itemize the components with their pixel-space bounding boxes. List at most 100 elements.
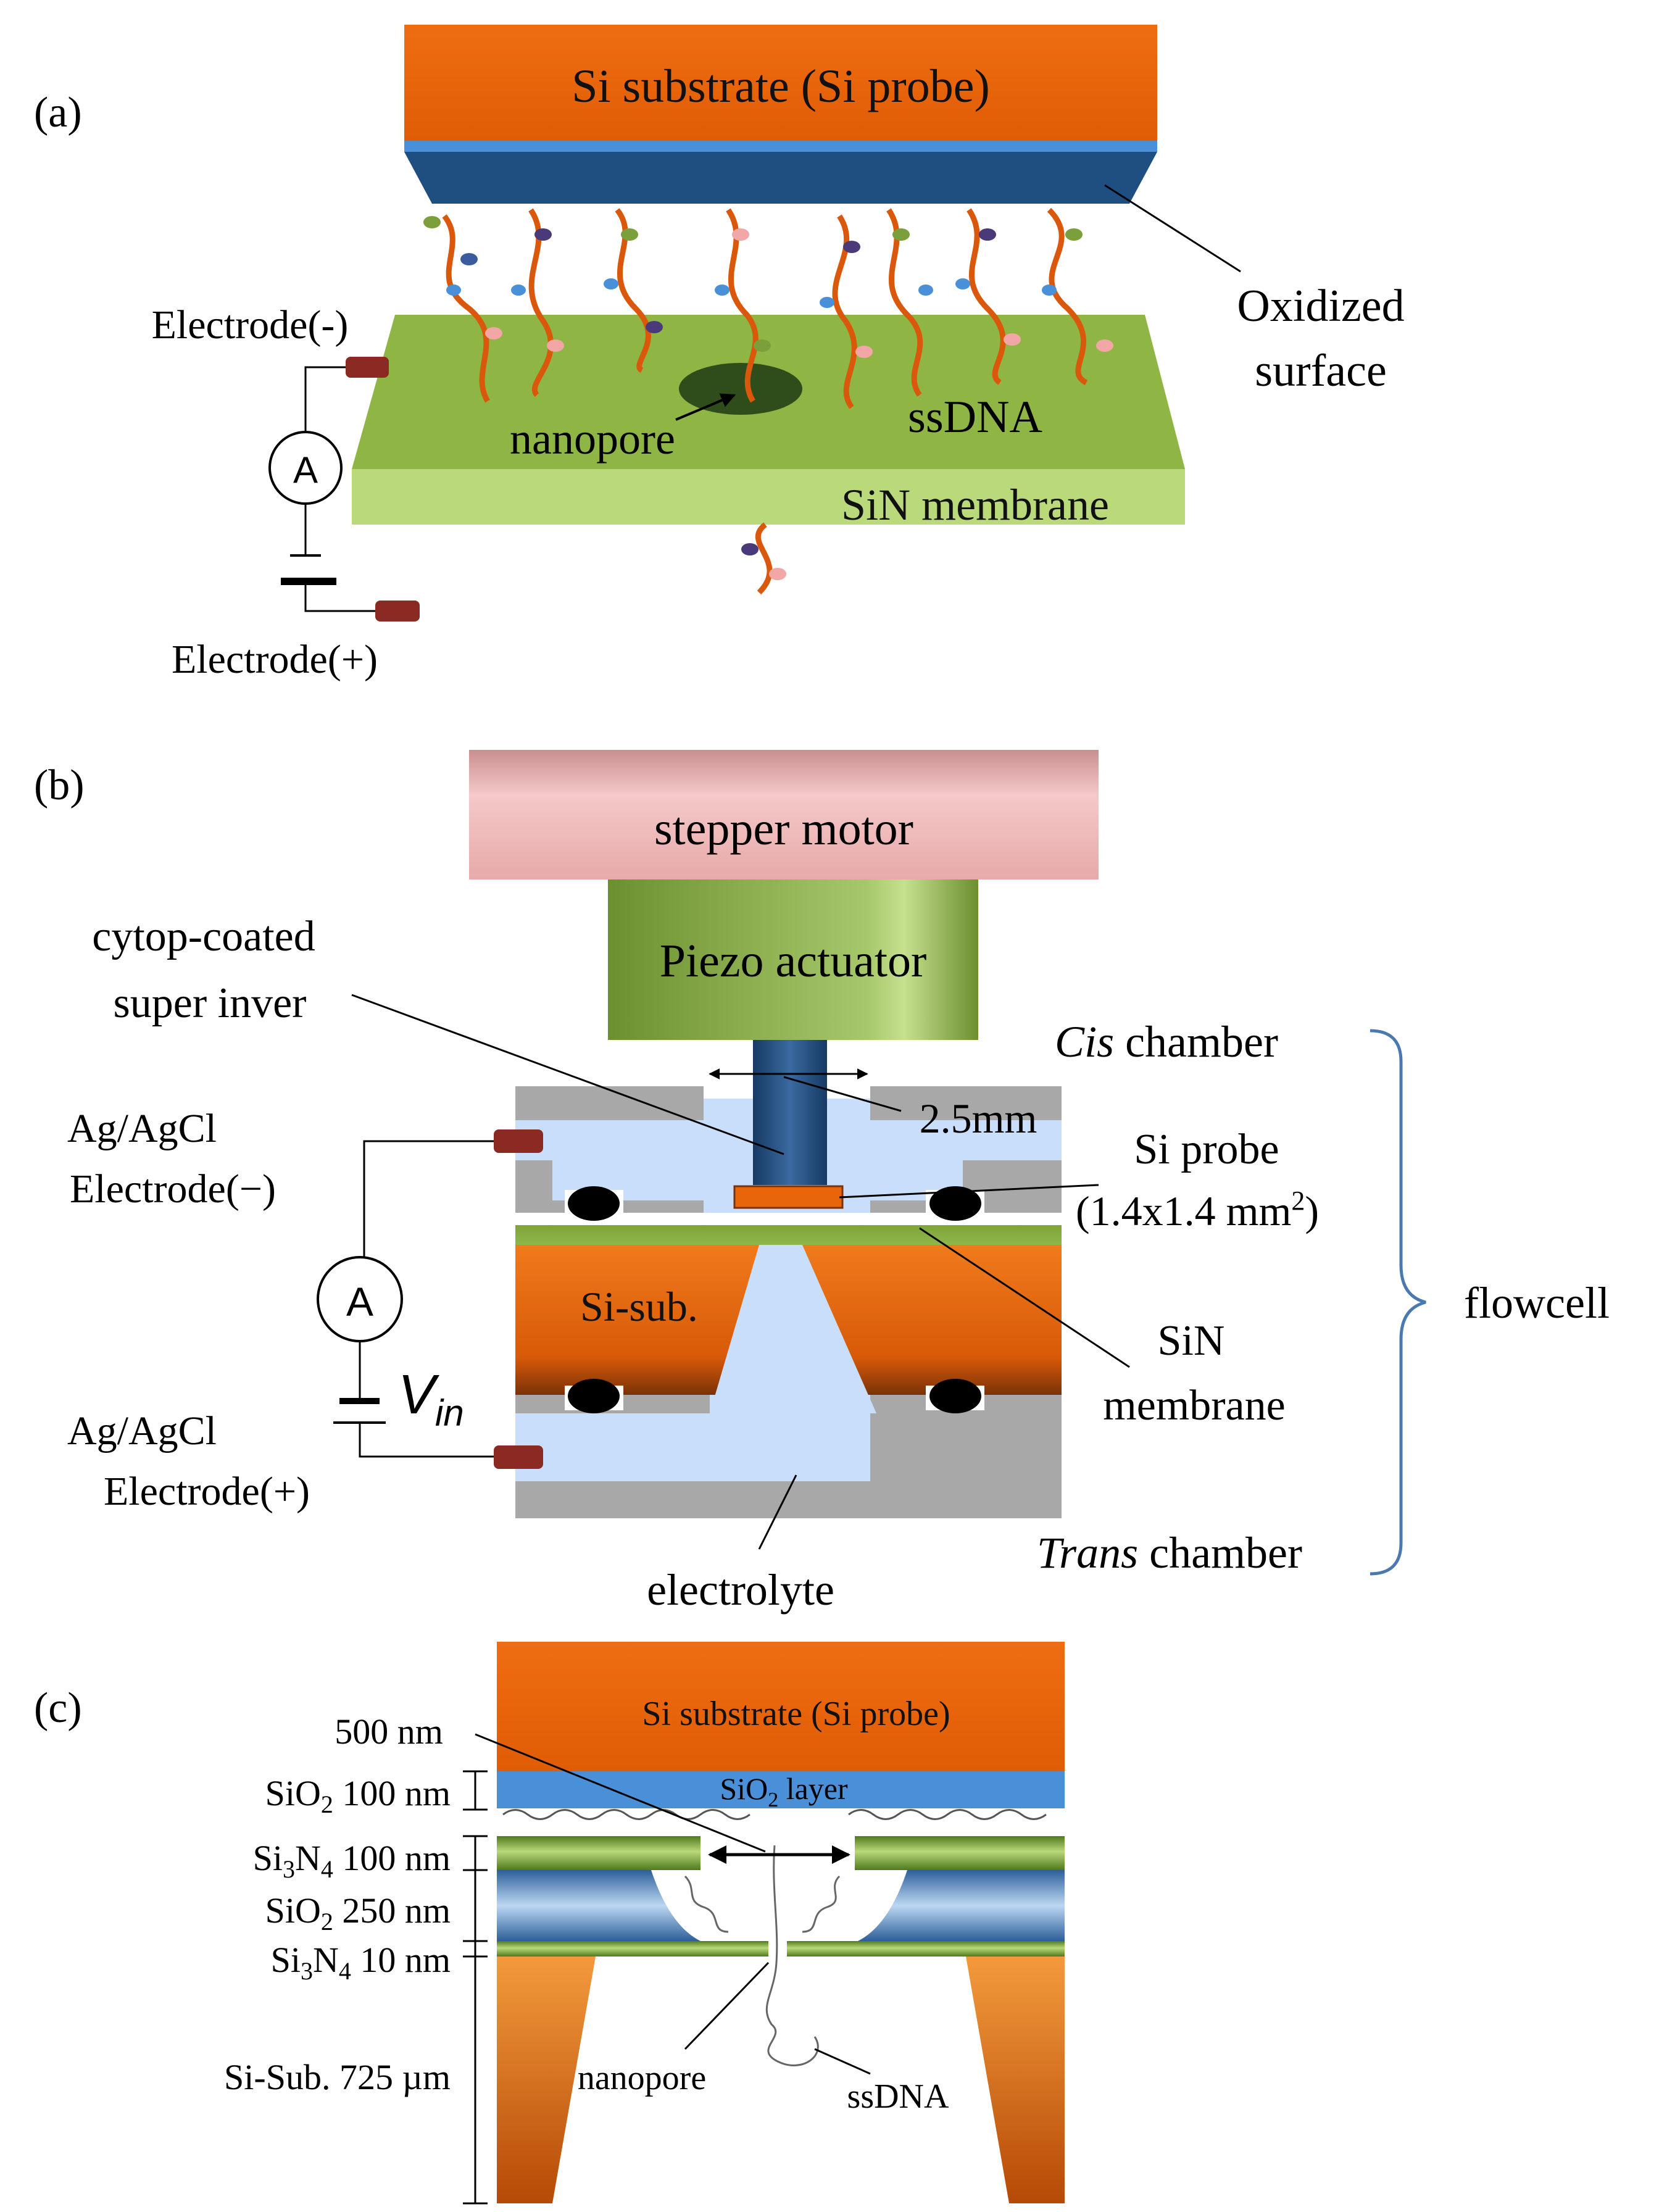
- b-piezo-label: Piezo actuator: [660, 935, 927, 987]
- b-width-leader: [783, 1076, 902, 1112]
- a-wire-bottom: [304, 581, 376, 612]
- c-layer-label-sio2-100: SiO2 100 nm: [265, 1773, 451, 1818]
- c-layer-main: Si: [271, 1940, 301, 1980]
- b-vin-label: Vin: [398, 1364, 464, 1434]
- c-ssdna-leader: [814, 2048, 871, 2075]
- b-vin-sub: in: [435, 1392, 464, 1434]
- b-cis-left-inner: [515, 1160, 552, 1200]
- b-etch-cone: [710, 1245, 876, 1413]
- panel-b: (b) stepper motor Piezo actuator Si-sub.: [34, 750, 1610, 1615]
- a-electrode-neg-label: Electrode(-): [152, 302, 349, 347]
- a-strand-1: [442, 214, 490, 403]
- b-vin-v: V: [398, 1364, 440, 1426]
- c-sio2-cavity: [651, 1870, 907, 1941]
- c-layer-rest: 10 nm: [351, 1940, 451, 1980]
- b-trans-rest: chamber: [1138, 1528, 1302, 1578]
- c-nanopore-label: nanopore: [578, 2059, 706, 2097]
- b-probe-dim: (1.4x1.4 mm: [1076, 1187, 1291, 1234]
- c-layer-sub: 2: [321, 1790, 333, 1818]
- a-strand-4: [726, 208, 759, 403]
- c-sio2-main: SiO: [720, 1771, 768, 1806]
- b-sin-leader: [919, 1227, 1130, 1368]
- b-cytop-label-1: cytop-coated: [92, 913, 315, 960]
- c-si3n4-top-right: [855, 1836, 1065, 1870]
- a-base: [621, 228, 638, 241]
- c-width-leader: [475, 1733, 766, 1853]
- c-layer-main: SiO: [265, 1890, 321, 1931]
- a-strand-8: [1047, 207, 1088, 386]
- b-trans-italic: Trans: [1037, 1528, 1138, 1578]
- a-substrate-front: [404, 25, 1157, 142]
- a-base: [604, 278, 618, 289]
- c-thickness-dimensions: [463, 1770, 488, 2205]
- c-layer-label-si3n4-10: Si3N4 10 nm: [271, 1940, 451, 1985]
- a-membrane-label: SiN membrane: [841, 480, 1109, 530]
- b-electrode-top: [494, 1129, 543, 1153]
- a-base: [1096, 339, 1113, 352]
- c-width-label: 500 nm: [335, 1711, 443, 1752]
- c-layer-mid: N: [313, 1940, 339, 1980]
- c-dna-tangle: [502, 1809, 1047, 1820]
- c-layer-rest: 250 nm: [333, 1890, 451, 1931]
- a-base: [1042, 285, 1057, 296]
- c-si-substrate: [497, 1642, 1065, 1771]
- b-probe-label-2: (1.4x1.4 mm2): [1076, 1186, 1319, 1234]
- a-base: [732, 228, 749, 241]
- a-base: [715, 285, 730, 296]
- a-nanopore-label: nanopore: [510, 414, 675, 464]
- c-layer-sub: 3: [283, 1855, 295, 1883]
- a-oxidized-callout: Oxidized surface: [1104, 184, 1405, 396]
- a-wire-top: [304, 366, 346, 432]
- a-base: [843, 241, 860, 253]
- c-layer-main: Si: [253, 1838, 283, 1878]
- c-dna-tangle-left: [502, 1809, 750, 1820]
- a-base: [423, 216, 441, 228]
- b-agcl-top-1: Ag/AgCl: [67, 1106, 217, 1151]
- a-strand-2: [528, 208, 554, 397]
- b-cis-rest: chamber: [1114, 1017, 1278, 1066]
- b-piezo-actuator: [608, 879, 978, 1040]
- a-electrode-pos-label: Electrode(+): [172, 637, 378, 682]
- b-ammeter-label: A: [346, 1279, 373, 1324]
- b-width-label: 2.5mm: [920, 1095, 1037, 1142]
- c-ssdna-label: ssDNA: [847, 2077, 949, 2116]
- a-base: [892, 228, 910, 241]
- b-cis-label: Cis chamber: [1055, 1017, 1278, 1066]
- a-electrode-pos: [375, 601, 420, 622]
- a-circuit: Electrode(-) A Electrode(+): [152, 302, 420, 682]
- a-base: [754, 339, 771, 352]
- b-etch-cone-lower: [710, 1395, 870, 1481]
- a-ssdna-strands: [442, 207, 1088, 595]
- b-cytop-leader: [351, 994, 784, 1155]
- c-dna-tangle-right: [848, 1809, 1047, 1820]
- c-layer-sub: 3: [301, 1957, 313, 1985]
- b-probe-label-1: Si probe: [1134, 1126, 1279, 1173]
- b-agcl-top-2: Electrode(−): [70, 1166, 276, 1212]
- b-probe-end: ): [1305, 1187, 1319, 1234]
- c-si3n4-bottom-left: [497, 1941, 768, 1956]
- c-dna-strand: [765, 1845, 819, 2066]
- b-wire-top: [363, 1140, 494, 1259]
- c-dna-loop-right: [802, 1875, 841, 1933]
- a-base: [534, 228, 552, 241]
- c-layer-label-sio2-250: SiO2 250 nm: [265, 1890, 451, 1936]
- c-sio2-layer-label: SiO2 layer: [720, 1771, 848, 1811]
- c-dna-through-pore: [684, 1845, 841, 2066]
- a-base: [485, 327, 502, 339]
- c-substrate-label: Si substrate (Si probe): [642, 1695, 950, 1733]
- b-probe-leader: [839, 1184, 1099, 1199]
- panel-a: (a) Si substrate (Si probe) SiN membrane: [34, 25, 1405, 682]
- b-sin-label-1: SiN: [1158, 1317, 1225, 1365]
- c-layer-sub: 2: [321, 1908, 333, 1936]
- c-layer-rest: 100 nm: [333, 1773, 451, 1813]
- a-ssdna-bases: [423, 216, 1113, 580]
- b-agcl-bot-2: Electrode(+): [104, 1469, 310, 1514]
- a-oxide-light-layer: [404, 141, 1157, 152]
- a-base: [769, 568, 786, 580]
- c-layer-rest: 100 nm: [333, 1838, 451, 1878]
- b-cis-italic: Cis: [1055, 1017, 1114, 1066]
- a-base: [1065, 228, 1083, 241]
- b-oring: [568, 1186, 620, 1221]
- b-flowcell-label: flowcell: [1464, 1278, 1610, 1328]
